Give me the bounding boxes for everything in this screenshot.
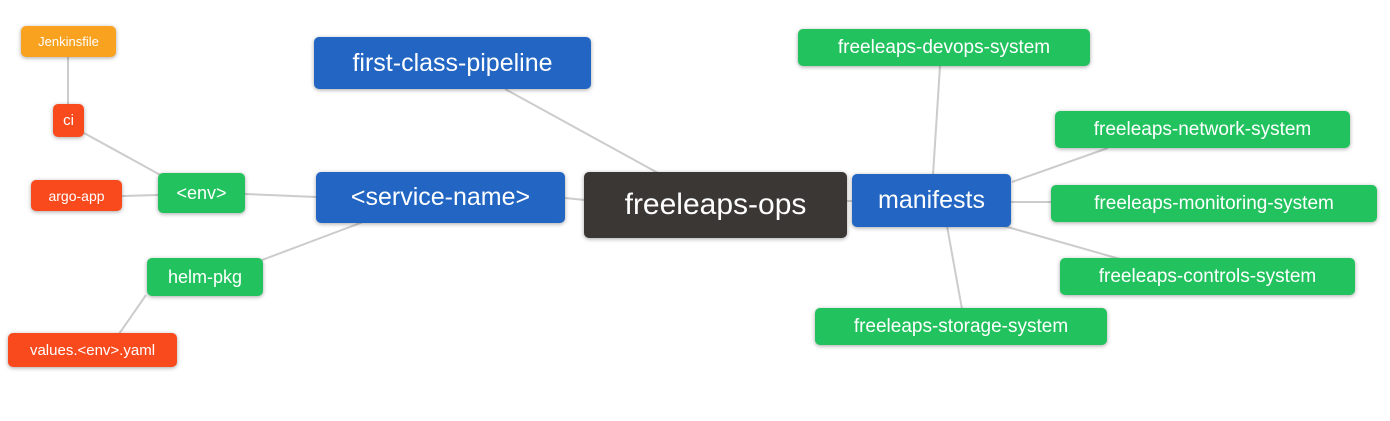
- edge-argoapp-env: [121, 194, 159, 197]
- edge-manifests-network: [1011, 147, 1109, 183]
- edge-ci-env: [83, 132, 165, 178]
- node-manifests[interactable]: manifests: [852, 174, 1011, 227]
- node-freeleaps-monitoring-system[interactable]: freeleaps-monitoring-system: [1051, 185, 1377, 222]
- edge-servicename-ops: [564, 197, 586, 201]
- node-ci[interactable]: ci: [53, 104, 84, 137]
- node-freeleaps-ops[interactable]: freeleaps-ops: [584, 172, 847, 238]
- node-env[interactable]: <env>: [158, 173, 245, 213]
- edge-servicename-helmpkg: [261, 221, 364, 261]
- edge-helmpkg-values: [118, 294, 147, 335]
- node-values-env-yaml[interactable]: values.<env>.yaml: [8, 333, 177, 367]
- node-jenkinsfile[interactable]: Jenkinsfile: [21, 26, 116, 57]
- node-freeleaps-network-system[interactable]: freeleaps-network-system: [1055, 111, 1350, 148]
- node-freeleaps-storage-system[interactable]: freeleaps-storage-system: [815, 308, 1107, 345]
- node-first-class-pipeline[interactable]: first-class-pipeline: [314, 37, 591, 89]
- edge-pipeline-ops: [504, 88, 659, 174]
- node-helm-pkg[interactable]: helm-pkg: [147, 258, 263, 296]
- edge-manifests-storage: [946, 225, 963, 310]
- node-argo-app[interactable]: argo-app: [31, 180, 122, 211]
- edge-manifests-devops: [932, 65, 941, 176]
- node-service-name[interactable]: <service-name>: [316, 172, 565, 223]
- edge-env-servicename: [244, 193, 317, 198]
- node-freeleaps-devops-system[interactable]: freeleaps-devops-system: [798, 29, 1090, 66]
- node-freeleaps-controls-system[interactable]: freeleaps-controls-system: [1060, 258, 1355, 295]
- edge-manifests-controls: [1003, 225, 1121, 260]
